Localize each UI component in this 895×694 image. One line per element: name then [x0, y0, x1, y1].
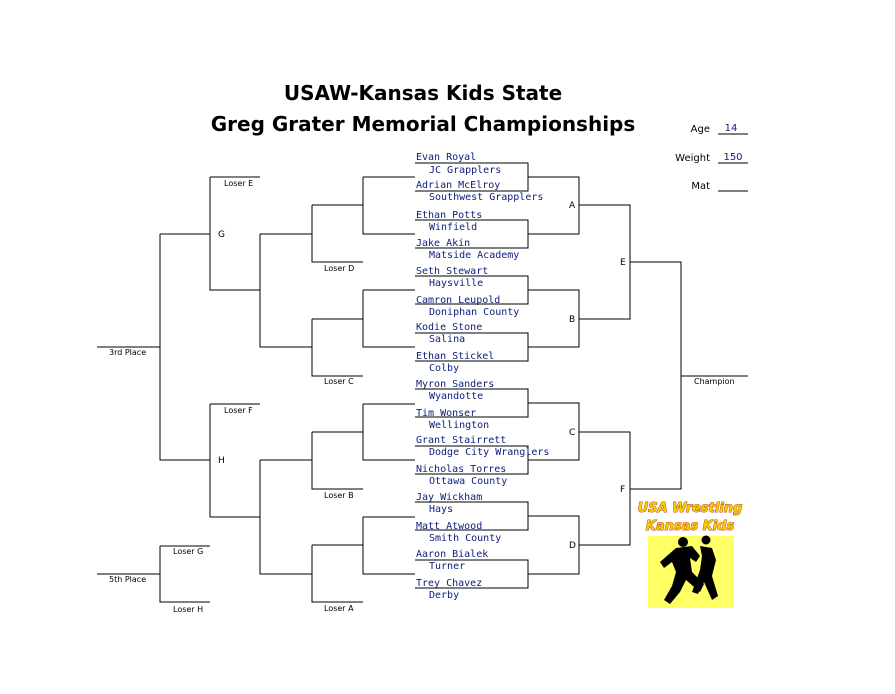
wrestler-name: Matt Atwood	[416, 521, 482, 532]
weight-value: 150	[723, 152, 742, 163]
wrestler-team: Derby	[429, 590, 459, 601]
match-label-a: A	[569, 201, 576, 211]
wrestler-team: Ottawa County	[429, 476, 507, 487]
wrestler-name: Grant Stairrett	[416, 435, 506, 446]
age-value: 14	[725, 123, 738, 134]
wrestler-name: Tim Wonser	[416, 408, 476, 419]
wrestler-name: Jake Akin	[416, 238, 470, 249]
title-line-2: Greg Grater Memorial Championships	[211, 112, 636, 136]
wrestler-team: Doniphan County	[429, 307, 519, 318]
mat-label: Mat	[691, 181, 710, 192]
usa-wrestling-kansas-kids-logo: USA Wrestling Kansas Kids	[637, 501, 743, 608]
wrestler-name: Trey Chavez	[416, 578, 482, 589]
wrestler-team: Winfield	[429, 222, 477, 233]
logo-line-1: USA Wrestling	[638, 501, 743, 516]
match-label-h: H	[218, 456, 225, 466]
bracket-lines	[97, 162, 748, 603]
wrestler-team: Turner	[429, 561, 465, 572]
wrestler-team: Colby	[429, 363, 459, 374]
loser-c-label: Loser C	[324, 377, 354, 386]
fifth-place-label: 5th Place	[109, 575, 146, 584]
wrestler-name: Seth Stewart	[416, 266, 488, 277]
wrestler-team: Dodge City Wranglers	[429, 447, 549, 458]
wrestler-team: Matside Academy	[429, 250, 519, 261]
match-label-g: G	[218, 230, 225, 240]
weight-label: Weight	[675, 153, 710, 164]
loser-f-label: Loser F	[224, 406, 253, 415]
wrestler-team: Hays	[429, 504, 453, 515]
loser-b-label: Loser B	[324, 491, 354, 500]
third-place-label: 3rd Place	[109, 348, 146, 357]
wrestler-name: Evan Royal	[416, 152, 476, 163]
loser-h-label: Loser H	[173, 605, 203, 614]
wrestler-name: Jay Wickham	[416, 492, 482, 503]
match-label-d: D	[569, 541, 576, 551]
wrestler-team: Smith County	[429, 533, 501, 544]
wrestler-team: Southwest Grapplers	[429, 192, 543, 203]
wrestler-team: Haysville	[429, 278, 483, 289]
loser-d-label: Loser D	[324, 264, 354, 273]
match-label-c: C	[569, 428, 575, 438]
wrestler-name: Camron Leupold	[416, 295, 500, 306]
title-line-1: USAW-Kansas Kids State	[284, 81, 562, 105]
wrestler-team: Salina	[429, 334, 465, 345]
match-label-e: E	[620, 258, 626, 268]
match-label-b: B	[569, 315, 575, 325]
wrestler-team: JC Grapplers	[429, 165, 501, 176]
wrestlers-silhouette-icon	[660, 535, 718, 604]
wrestler-name: Kodie Stone	[416, 322, 482, 333]
loser-g-label: Loser G	[173, 547, 203, 556]
loser-a-label: Loser A	[324, 604, 354, 613]
wrestler-name: Ethan Potts	[416, 210, 482, 221]
wrestler-team: Wellington	[429, 420, 489, 431]
age-label: Age	[691, 124, 710, 135]
logo-line-2: Kansas Kids	[646, 519, 735, 534]
wrestler-name: Aaron Bialek	[416, 549, 488, 560]
wrestler-name: Ethan Stickel	[416, 351, 494, 362]
wrestler-name: Adrian McElroy	[416, 180, 500, 191]
wrestler-name: Myron Sanders	[416, 379, 494, 390]
wrestler-team: Wyandotte	[429, 391, 483, 402]
match-label-f: F	[620, 485, 625, 495]
champion-label: Champion	[694, 377, 735, 386]
loser-e-label: Loser E	[224, 179, 253, 188]
wrestler-name: Nicholas Torres	[416, 464, 506, 475]
wrestler-list: Evan Royal JC Grapplers Adrian McElroy S…	[416, 152, 549, 601]
